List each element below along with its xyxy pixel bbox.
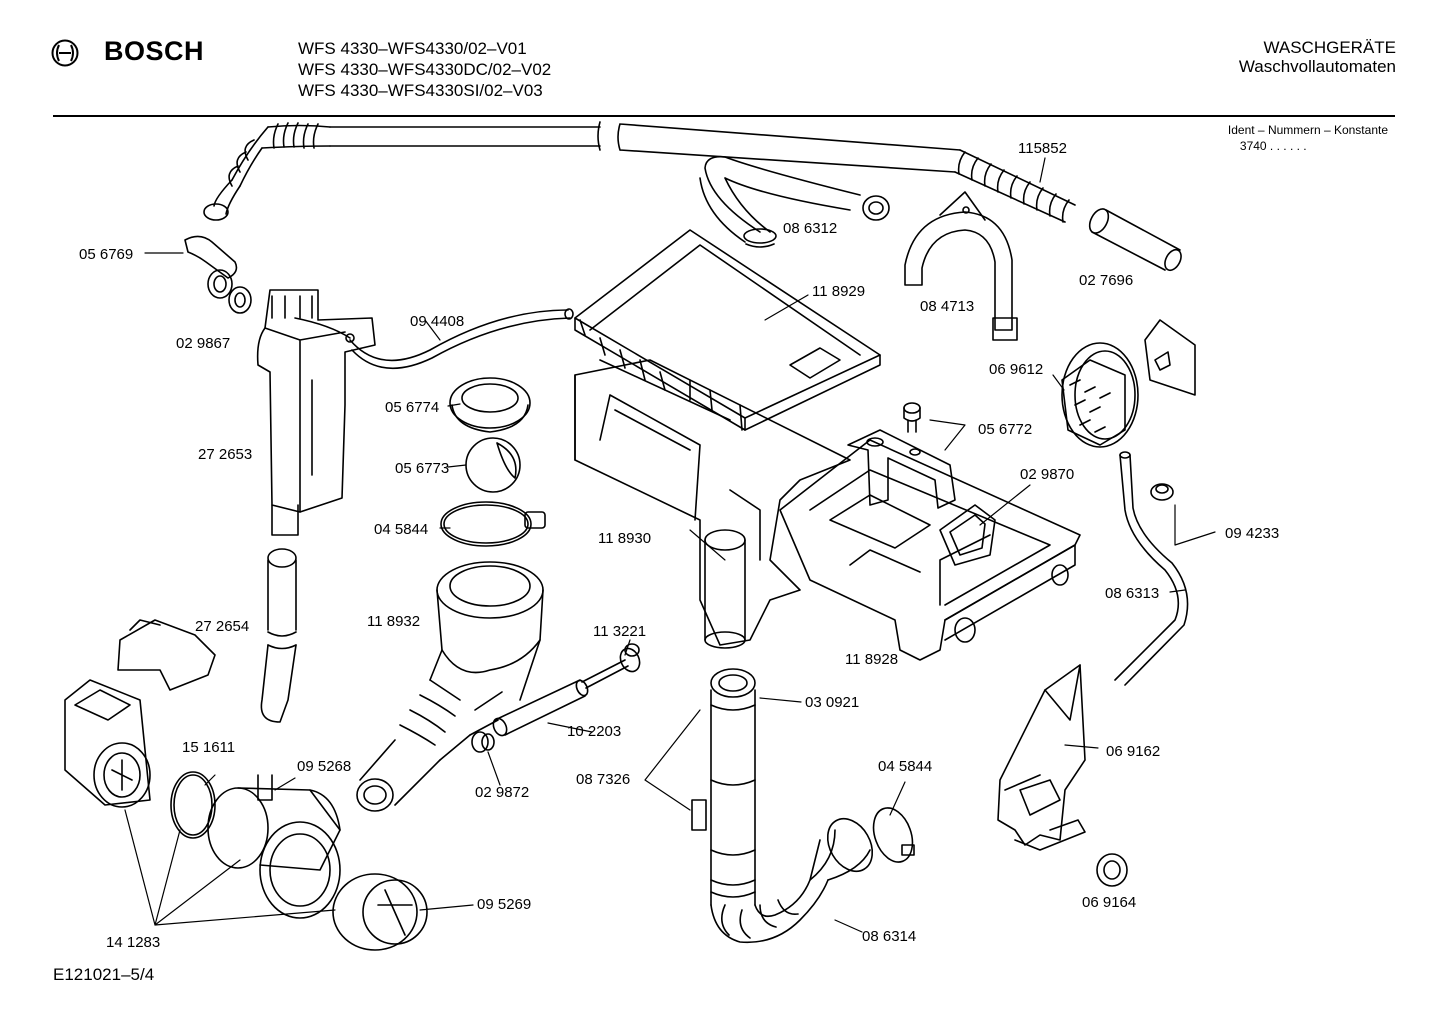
- part-label: 02 9867: [176, 335, 230, 352]
- drawing-code: E121021–5/4: [53, 965, 155, 984]
- mounting-bracket: [997, 664, 1086, 851]
- plastic-tube: [492, 679, 589, 737]
- part-label: 08 4713: [920, 298, 974, 315]
- model-line: WFS 4330–WFS4330DC/02–V02: [298, 60, 552, 79]
- part-label: 115852: [1018, 140, 1067, 157]
- bosch-logo-icon: [51, 39, 79, 67]
- small-seal: [471, 731, 495, 753]
- drawer-bracket: [847, 429, 956, 509]
- elbow-fitting: [184, 235, 252, 314]
- leader-lines: [124, 157, 1216, 933]
- pump-filter: [332, 873, 428, 951]
- screw: [903, 402, 921, 433]
- part-label: 11 3221: [593, 623, 646, 640]
- thin-hose: [349, 308, 574, 370]
- hose-end-sleeve: [1088, 208, 1182, 272]
- o-ring: [170, 771, 216, 839]
- category-block: WASCHGERÄTE Waschvollautomaten: [1239, 38, 1396, 76]
- clip-cover: [117, 619, 216, 691]
- part-label: 05 6772: [978, 421, 1032, 438]
- hose-clamp: [440, 501, 546, 547]
- part-label: 11 8932: [367, 613, 420, 630]
- square-gasket: [939, 504, 996, 566]
- part-label: 14 1283: [106, 934, 160, 951]
- part-label: 02 9870: [1020, 466, 1074, 483]
- part-label: 06 9612: [989, 361, 1043, 378]
- ball-valve: [465, 437, 521, 493]
- ident-block: Ident – Nummern – Konstante 3740 . . . .…: [1228, 122, 1388, 154]
- grommet: [1096, 853, 1128, 887]
- part-label: 02 9872: [475, 784, 529, 801]
- part-label: 05 6774: [385, 399, 439, 416]
- part-label: 08 6313: [1105, 585, 1159, 602]
- part-label: 05 6769: [79, 246, 133, 263]
- part-label: 09 5269: [477, 896, 531, 913]
- pressure-switch: [1061, 319, 1196, 448]
- part-label: 06 9164: [1082, 894, 1136, 911]
- hose-bracket: [904, 191, 1018, 341]
- part-label: 06 9162: [1106, 743, 1160, 760]
- pressure-hose: [1114, 451, 1189, 686]
- part-label: 04 5844: [374, 521, 428, 538]
- part-label: 11 8929: [812, 283, 865, 300]
- part-label: 03 0921: [805, 694, 859, 711]
- bent-hose: [699, 155, 890, 248]
- bellows-pipe: [356, 561, 544, 812]
- vertical-hose: [691, 668, 756, 906]
- part-label: 27 2653: [198, 446, 252, 463]
- pump-motor: [64, 679, 151, 808]
- part-label: 09 4408: [410, 313, 464, 330]
- part-label: 11 8928: [845, 651, 898, 668]
- model-list: WFS 4330–WFS4330/02–V01 WFS 4330–WFS4330…: [298, 38, 551, 101]
- part-label: 10 2203: [567, 723, 621, 740]
- hose-clamp-small: [872, 807, 915, 863]
- part-label: 09 5268: [297, 758, 351, 775]
- corrugated-hose-section: [954, 149, 1076, 223]
- part-label: 11 8930: [598, 530, 651, 547]
- drain-hose: [203, 121, 961, 221]
- dispenser-lid: [574, 229, 881, 431]
- model-line: WFS 4330–WFS4330SI/02–V03: [298, 81, 543, 100]
- part-label: 05 6773: [395, 460, 449, 477]
- category: WASCHGERÄTE: [1263, 38, 1396, 57]
- connecting-rod: [581, 643, 641, 689]
- detergent-container: [256, 289, 376, 536]
- part-label: 08 6312: [783, 220, 837, 237]
- part-label: 15 1611: [182, 739, 235, 756]
- short-hose: [260, 548, 297, 723]
- dispenser-housing: [574, 359, 851, 649]
- part-label: 02 7696: [1079, 272, 1133, 289]
- pump-housing: [207, 774, 341, 919]
- header-divider: [53, 115, 1395, 117]
- seal-ring: [449, 377, 531, 433]
- curved-hose: [710, 817, 874, 944]
- model-line: WFS 4330–WFS4330/02–V01: [298, 39, 527, 58]
- part-label: 08 6314: [862, 928, 916, 945]
- part-label: 08 7326: [576, 771, 630, 788]
- brand-name: BOSCH: [104, 36, 205, 66]
- part-label: 09 4233: [1225, 525, 1279, 542]
- ident-title: Ident – Nummern – Konstante: [1227, 123, 1388, 137]
- subcategory: Waschvollautomaten: [1238, 57, 1396, 76]
- detergent-drawer: [779, 439, 1081, 661]
- part-label: 27 2654: [195, 618, 249, 635]
- part-label: 04 5844: [878, 758, 932, 775]
- ident-value: 3740 . . . . . .: [1239, 139, 1307, 153]
- part-labels: 115852 08 6312 05 6769 11 8929 08 4713 0…: [79, 140, 1279, 951]
